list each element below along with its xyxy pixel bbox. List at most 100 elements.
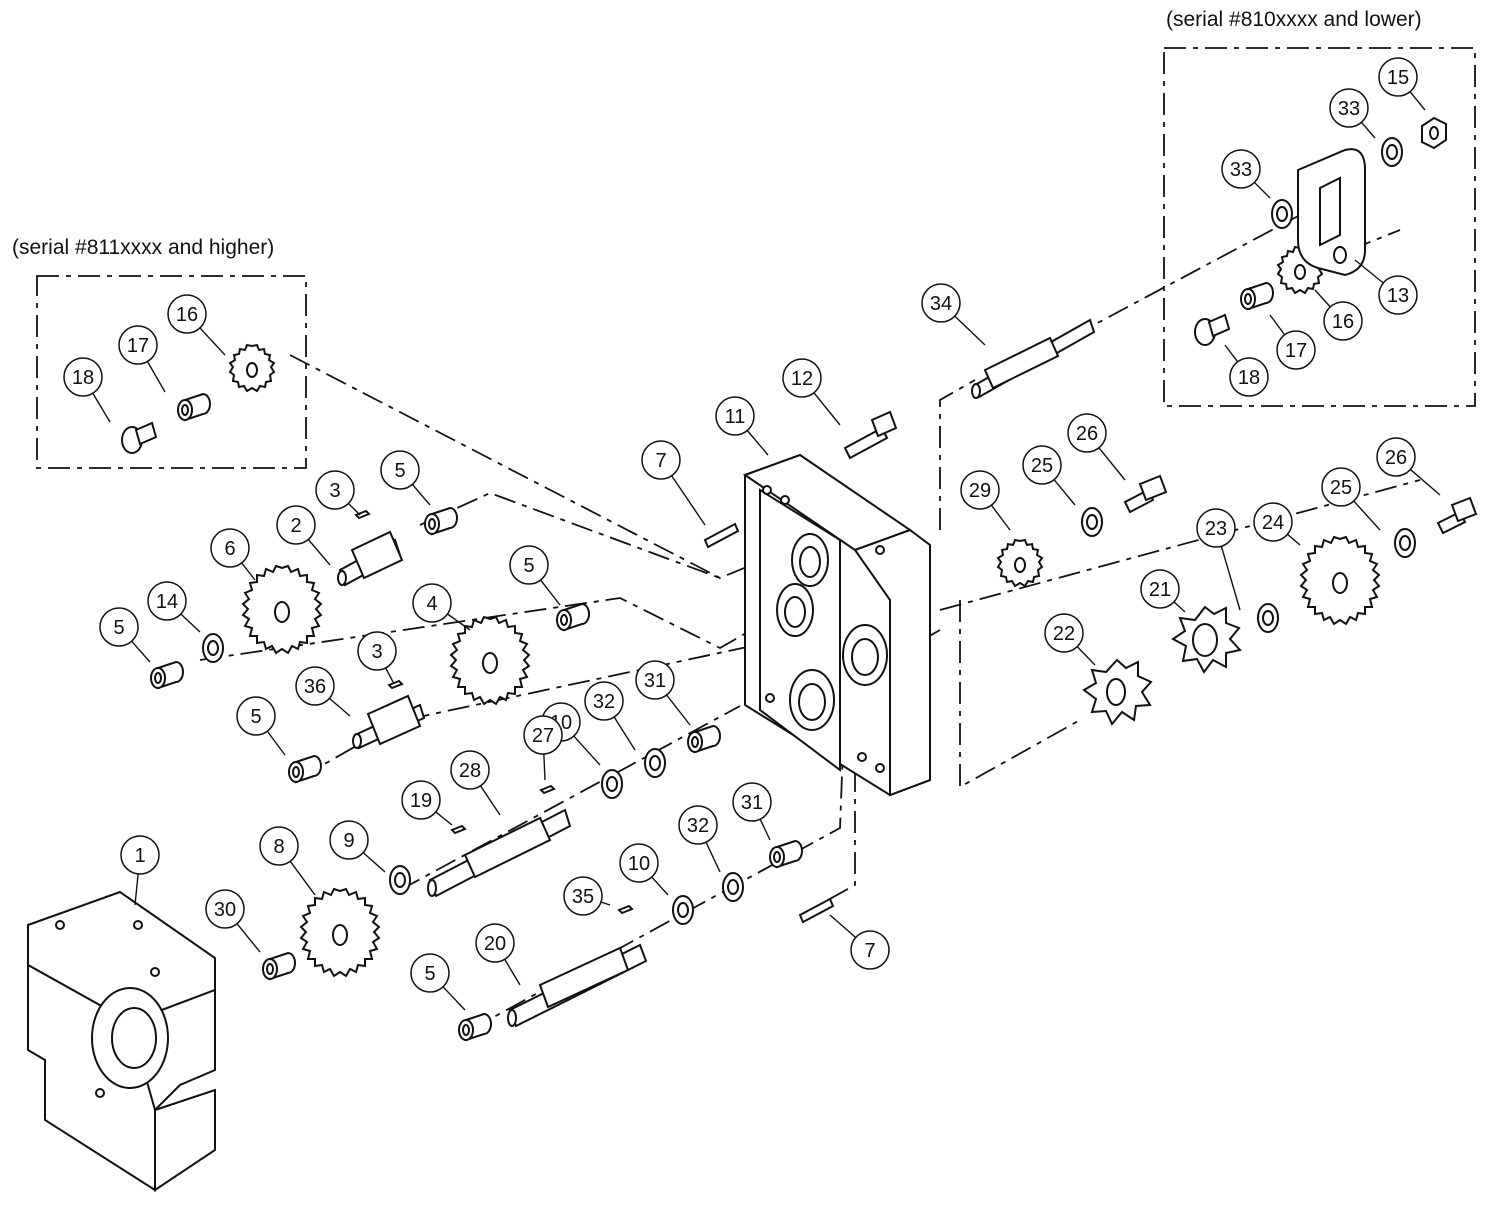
callout-15: 15 — [1378, 57, 1426, 111]
part-stud-18-low — [1194, 313, 1231, 346]
callout-balloon — [120, 835, 160, 875]
part-washer-32b — [722, 872, 744, 902]
callout-balloon — [635, 660, 675, 700]
callout-leader — [447, 613, 471, 631]
callout-leader — [759, 818, 771, 841]
callout-leader — [1253, 181, 1271, 199]
callout-leader — [134, 873, 139, 906]
callout-balloon — [1378, 275, 1418, 315]
part-bushing-5d — [288, 755, 322, 783]
callout-balloon — [1378, 57, 1418, 97]
part-gear-29 — [997, 539, 1043, 587]
part-bushing-17-low — [1240, 282, 1274, 310]
part-ring-10a — [601, 769, 623, 799]
callout-number: 28 — [459, 760, 481, 782]
callout-leader — [131, 640, 151, 663]
callout-18b: 18 — [1224, 344, 1269, 397]
callout-4: 4 — [412, 583, 471, 631]
callout-leader — [1098, 447, 1126, 481]
callout-number: 5 — [523, 555, 534, 577]
callout-number: 5 — [250, 706, 261, 728]
callout-balloon — [850, 930, 890, 970]
part-shaft-28 — [427, 808, 572, 898]
part-washer-32a — [644, 748, 666, 778]
callout-balloon — [1229, 357, 1269, 397]
callout-number: 29 — [969, 480, 991, 502]
callout-leader — [241, 562, 256, 581]
callout-1: 1 — [120, 835, 160, 906]
callout-balloon — [295, 666, 335, 706]
part-bushing-17-high — [177, 393, 211, 421]
callout-balloon — [210, 528, 250, 568]
callout-balloon — [1276, 330, 1316, 370]
callout-12: 12 — [782, 358, 841, 426]
callout-number: 7 — [655, 450, 666, 472]
callout-leader — [307, 539, 331, 566]
callout-leader — [613, 716, 636, 751]
callout-11: 11 — [715, 396, 769, 456]
callout-28: 28 — [450, 750, 501, 816]
part-housing — [27, 890, 216, 1192]
callout-7a: 7 — [641, 440, 706, 526]
callout-leader — [1053, 479, 1076, 506]
callout-balloon — [523, 715, 563, 755]
callout-23: 23 — [1196, 508, 1241, 611]
callout-number: 1 — [134, 845, 145, 867]
callout-leader — [1220, 546, 1241, 611]
callout-leader — [990, 504, 1011, 531]
callout-leader — [362, 852, 386, 873]
callout-balloon — [329, 820, 369, 860]
part-gearbox-plate — [742, 453, 931, 797]
callout-balloon — [1221, 149, 1261, 189]
callout-leader — [146, 361, 166, 393]
callout-balloon — [412, 583, 452, 623]
callout-leader — [479, 785, 501, 816]
callout-leader — [1360, 121, 1376, 139]
callout-leader — [543, 753, 546, 781]
callout-31a: 31 — [635, 660, 691, 726]
part-bushing-30 — [262, 952, 296, 980]
callout-leader — [347, 502, 361, 516]
callout-leader — [600, 901, 611, 906]
callout-32a: 32 — [584, 681, 636, 751]
callout-number: 6 — [224, 538, 235, 560]
part-key-19 — [451, 825, 466, 834]
part-sprocket-21 — [1171, 605, 1242, 674]
callout-balloon — [147, 581, 187, 621]
part-bushing-31a — [687, 725, 721, 753]
callout-balloon — [1140, 569, 1180, 609]
callout-balloon — [782, 358, 822, 398]
callout-number: 26 — [1076, 423, 1098, 445]
callout-balloon — [380, 450, 420, 490]
part-stud-18-high — [121, 421, 158, 454]
callout-leader — [813, 392, 841, 426]
callout-number: 26 — [1385, 447, 1407, 469]
callout-balloon — [99, 607, 139, 647]
callout-number: 5 — [113, 617, 124, 639]
part-washer-33b — [1381, 137, 1403, 167]
callout-26b: 26 — [1376, 437, 1441, 496]
callout-balloon — [1376, 437, 1416, 477]
callout-leader — [411, 483, 431, 506]
callout-19: 19 — [401, 780, 453, 826]
callout-9: 9 — [329, 820, 386, 873]
part-washer-14 — [202, 633, 224, 663]
callout-number: 33 — [1338, 98, 1360, 120]
callout-number: 16 — [1332, 311, 1354, 333]
callout-balloon — [450, 750, 490, 790]
callout-leader — [1409, 91, 1426, 111]
callout-leader — [954, 315, 986, 346]
callout-leader — [236, 923, 261, 953]
part-ring-10b — [672, 895, 694, 925]
part-pin-7a — [703, 522, 740, 549]
callout-leader — [540, 579, 561, 606]
callout-number: 23 — [1205, 518, 1227, 540]
callout-leader — [746, 430, 769, 456]
callout-29: 29 — [960, 470, 1011, 531]
callout-leader — [1224, 344, 1239, 363]
callout-number: 34 — [930, 293, 952, 315]
callout-number: 18 — [72, 367, 94, 389]
part-washer-25b — [1394, 528, 1416, 558]
callout-32b: 32 — [678, 805, 721, 873]
